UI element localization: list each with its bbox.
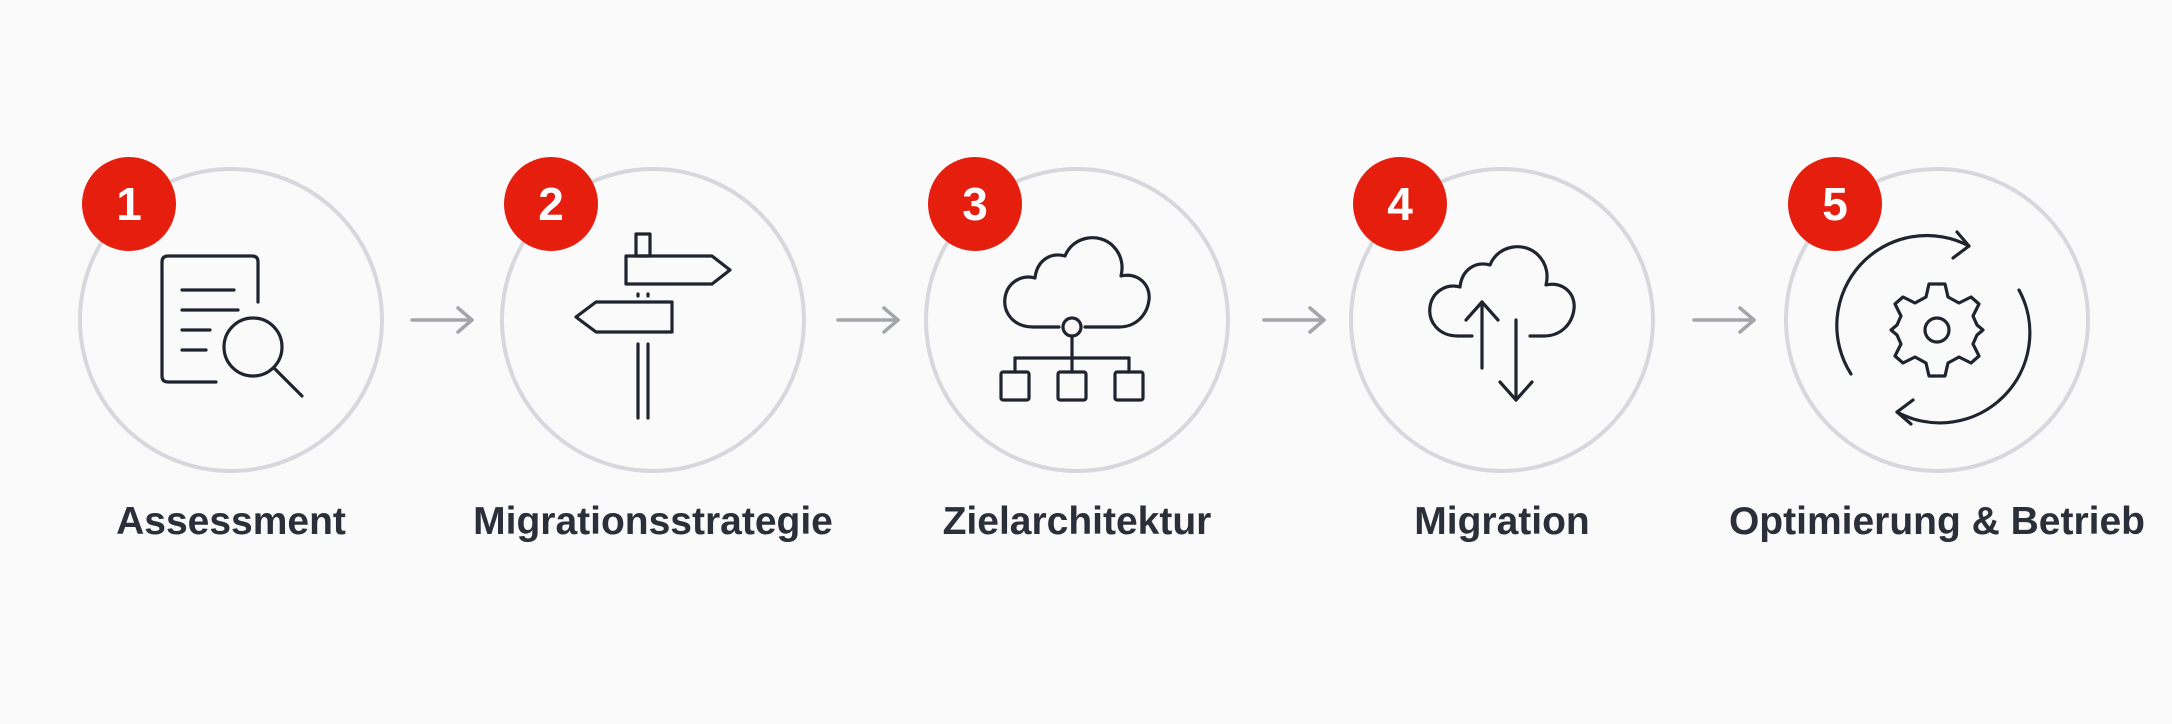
step-number-badge: 5 [1788,157,1882,251]
cloud-architecture-icon [999,236,1151,402]
step-number-badge: 4 [1353,157,1447,251]
step-label: Zielarchitektur [942,500,1212,543]
signpost-icon [574,232,732,420]
step-number-badge: 3 [928,157,1022,251]
step-number-badge: 1 [82,157,176,251]
arrow-right-icon [1692,306,1756,334]
cloud-transfer-icon [1428,245,1576,402]
arrow-right-icon [410,306,474,334]
step-label: Optimierung & Betrieb [1728,500,2146,543]
step-label: Assessment [116,500,346,543]
step-label: Migrationsstrategie [473,500,833,543]
arrow-right-icon [1262,306,1326,334]
step-number-badge: 2 [504,157,598,251]
arrow-right-icon [836,306,900,334]
gear-cycle-icon [1835,230,2032,426]
document-search-icon [160,254,304,398]
step-label: Migration [1414,500,1590,543]
